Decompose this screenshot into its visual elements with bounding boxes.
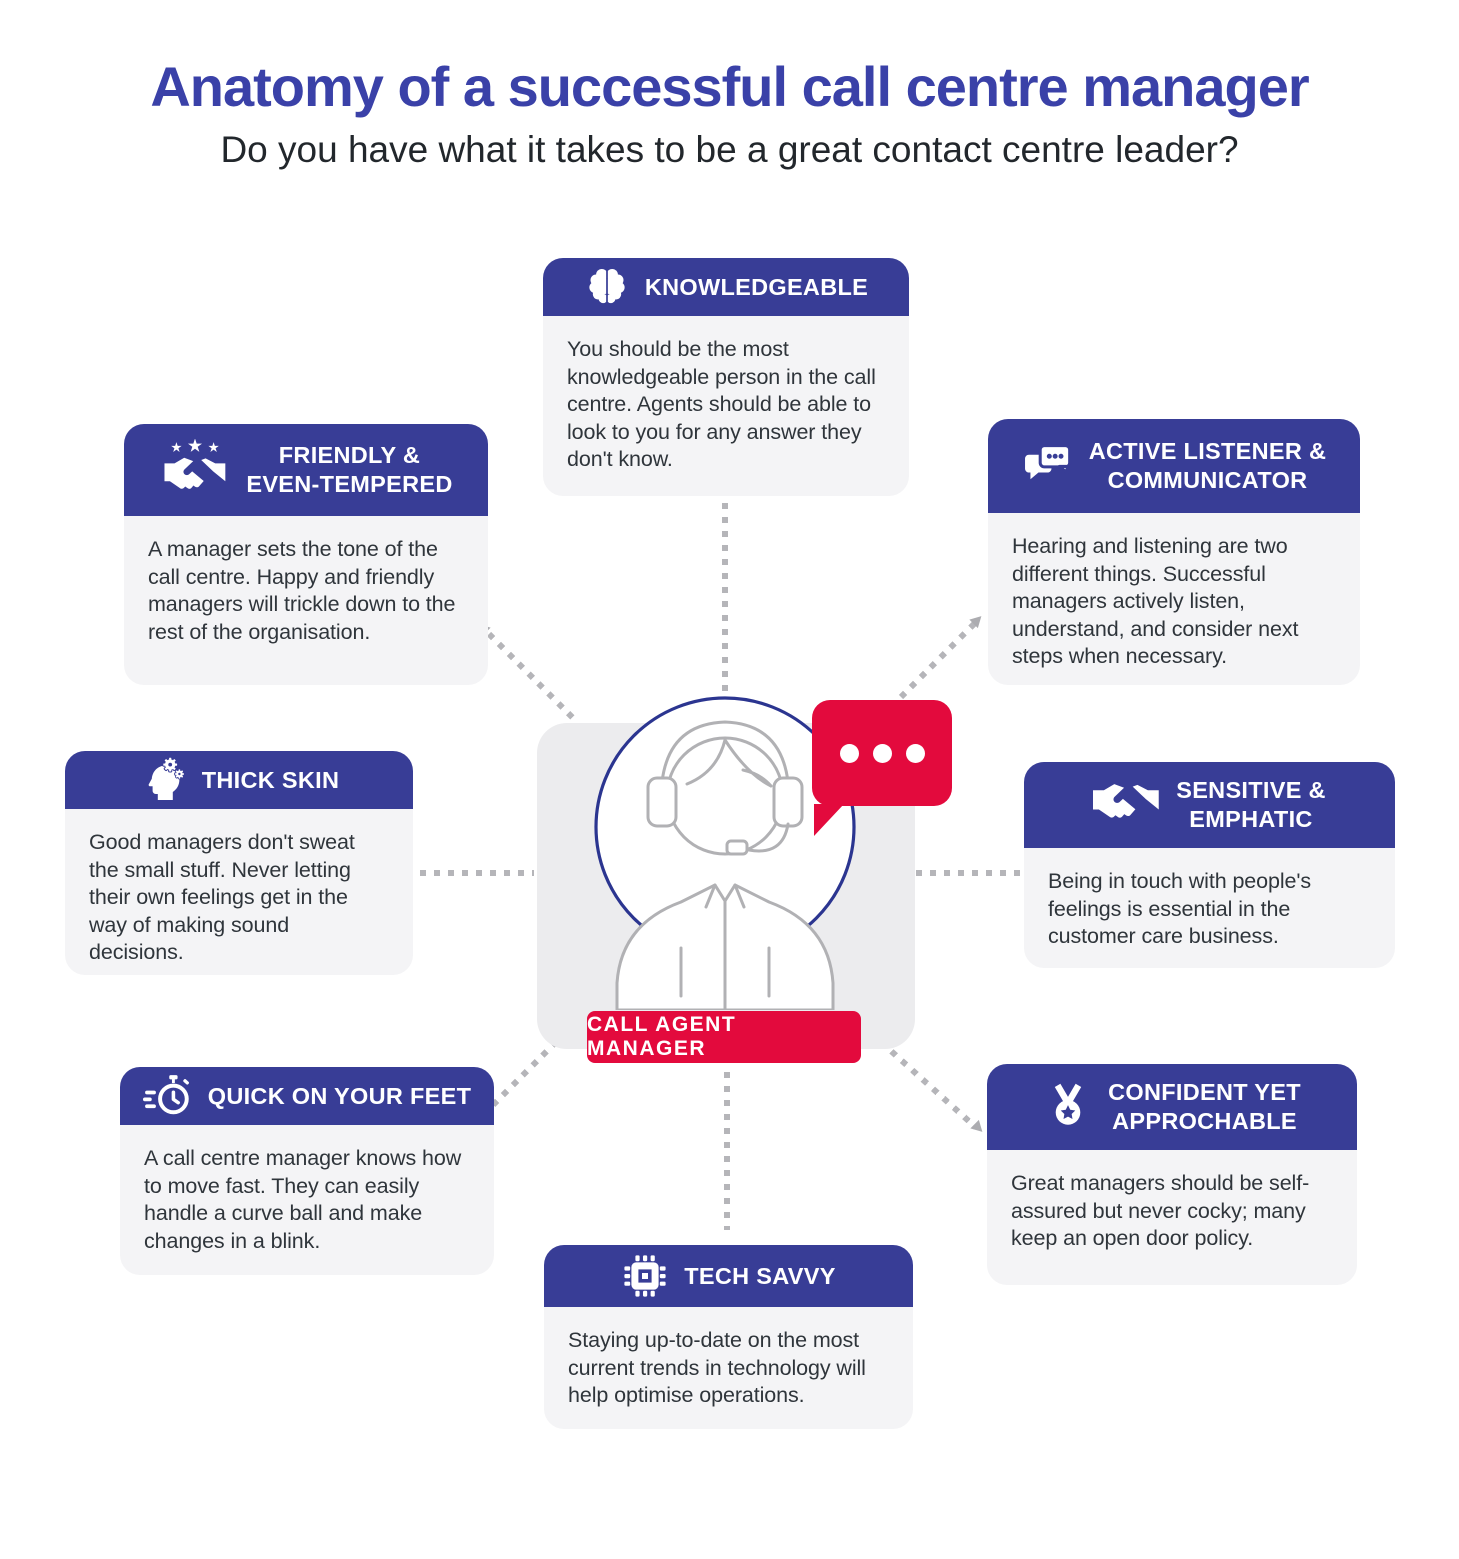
- trait-card-friendly-even-tempered: FRIENDLY & EVEN-TEMPERED A manager sets …: [124, 424, 488, 685]
- card-header: THICK SKIN: [65, 751, 413, 809]
- card-title: FRIENDLY & EVEN-TEMPERED: [246, 442, 453, 497]
- card-title: ACTIVE LISTENER & COMMUNICATOR: [1088, 438, 1327, 493]
- handshake-icon: [1093, 783, 1161, 827]
- head-gears-icon: [139, 756, 187, 804]
- card-title: SENSITIVE & EMPHATIC: [1176, 777, 1326, 832]
- chat-bubble-icon: [812, 700, 952, 836]
- dotted-connector-top-right: [898, 621, 977, 700]
- stopwatch-icon: [142, 1071, 193, 1121]
- card-header: CONFIDENT YET APPROCHABLE: [987, 1064, 1357, 1150]
- bubble-dot: [872, 743, 892, 763]
- medal-icon: [1043, 1082, 1093, 1132]
- card-body: You should be the most knowledgeable per…: [567, 337, 876, 471]
- dotted-connector-top-left: [486, 631, 578, 723]
- trait-card-confident-yet-approchable: CONFIDENT YET APPROCHABLE Great managers…: [987, 1064, 1357, 1285]
- card-title: QUICK ON YOUR FEET: [207, 1082, 472, 1109]
- trait-card-knowledgeable: KNOWLEDGEABLE You should be the most kno…: [543, 258, 909, 496]
- trait-card-tech-savvy: TECH SAVVY Staying up-to-date on the mos…: [544, 1245, 913, 1429]
- call-agent-headset-icon: [594, 696, 856, 1010]
- dotted-connector-bottom-left: [490, 1039, 559, 1108]
- card-body: Great managers should be self-assured bu…: [1011, 1171, 1310, 1250]
- card-header: ACTIVE LISTENER & COMMUNICATOR: [988, 419, 1360, 513]
- dotted-connector-bottom-right: [878, 1039, 978, 1130]
- page-title: Anatomy of a successful call centre mana…: [150, 55, 1309, 118]
- bubble-dot: [905, 743, 925, 763]
- card-header: KNOWLEDGEABLE: [543, 258, 909, 316]
- dotted-connector-right: [916, 870, 1020, 876]
- card-title: TECH SAVVY: [684, 1262, 836, 1289]
- trait-card-sensitive-emphatic: SENSITIVE & EMPHATIC Being in touch with…: [1024, 762, 1395, 968]
- chip-icon: [621, 1252, 669, 1300]
- page-subtitle: Do you have what it takes to be a great …: [220, 129, 1239, 170]
- card-body: A manager sets the tone of the call cent…: [148, 537, 456, 644]
- card-header: SENSITIVE & EMPHATIC: [1024, 762, 1395, 848]
- bubble-dot: [839, 743, 859, 763]
- card-title: KNOWLEDGEABLE: [644, 273, 869, 300]
- center-label: CALL AGENT MANAGER: [587, 1011, 861, 1063]
- dotted-connector-left: [420, 870, 534, 876]
- speech-bubbles-icon: [1022, 440, 1074, 492]
- brain-icon: [584, 264, 630, 310]
- handshake-stars-icon: [159, 439, 231, 501]
- card-body: Staying up-to-date on the most current t…: [568, 1328, 866, 1407]
- trait-card-thick-skin: THICK SKIN Good managers don't sweat the…: [65, 751, 413, 975]
- card-body: Hearing and listening are two different …: [1012, 534, 1299, 668]
- card-header: QUICK ON YOUR FEET: [120, 1067, 494, 1125]
- card-title: CONFIDENT YET APPROCHABLE: [1108, 1079, 1301, 1134]
- card-title: THICK SKIN: [201, 766, 340, 793]
- trait-card-active-listener-communicator: ACTIVE LISTENER & COMMUNICATOR Hearing a…: [988, 419, 1360, 685]
- card-body: A call centre manager knows how to move …: [144, 1146, 462, 1253]
- trait-card-quick-on-your-feet: QUICK ON YOUR FEET A call centre manager…: [120, 1067, 494, 1275]
- card-header: TECH SAVVY: [544, 1245, 913, 1307]
- card-header: FRIENDLY & EVEN-TEMPERED: [124, 424, 488, 516]
- dotted-connector-top: [722, 503, 728, 693]
- dotted-connector-bottom: [724, 1072, 730, 1230]
- card-body: Good managers don't sweat the small stuf…: [89, 830, 355, 964]
- card-body: Being in touch with people's feelings is…: [1048, 869, 1312, 948]
